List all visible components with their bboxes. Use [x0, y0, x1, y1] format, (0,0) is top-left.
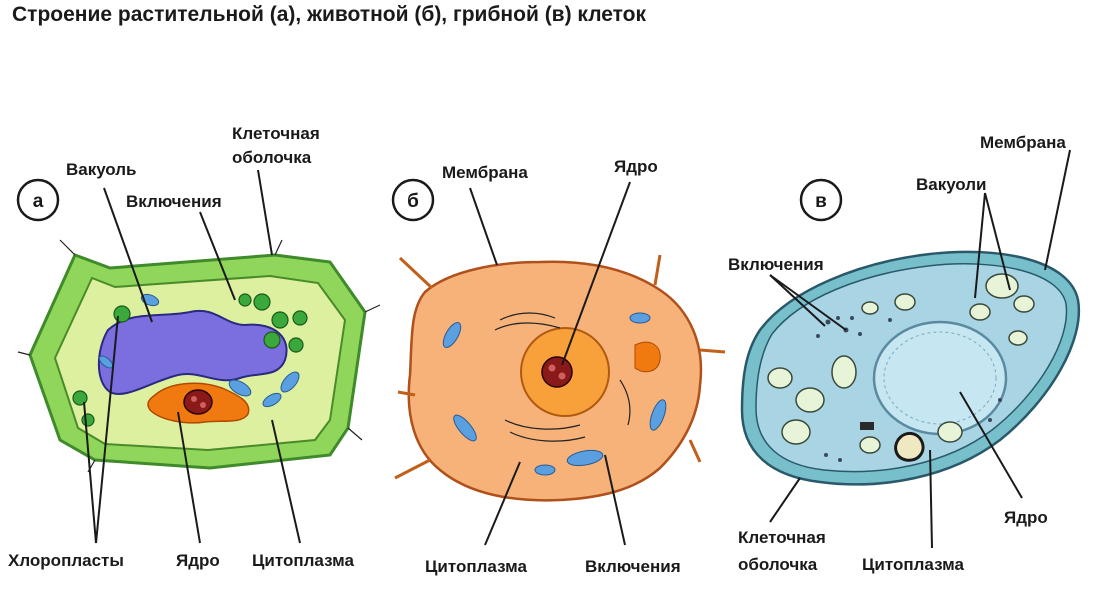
fungal-membrane-label: Мембрана — [980, 133, 1066, 152]
badge-b-label: б — [407, 191, 419, 212]
animal-er — [494, 312, 631, 442]
animal-nucleolus — [541, 356, 573, 388]
fungal-nucleus — [872, 320, 1008, 436]
fungal-wall-label-1: Клеточная — [738, 528, 826, 547]
fungal-granule-small — [860, 422, 874, 430]
plant-wall-label-1: Клеточная — [232, 124, 320, 143]
fungal-wall-label-2: оболочка — [738, 555, 818, 574]
animal-organelle — [634, 341, 661, 373]
plant-cell: а Клеточная оболочка Вакуоль Включения Х… — [8, 124, 381, 570]
fungal-vacuoles-label: Вакуоли — [916, 175, 986, 194]
plant-vacuole — [97, 309, 288, 395]
plant-inclusions-label: Включения — [126, 192, 222, 211]
animal-nucleus-label: Ядро — [614, 157, 658, 176]
fungal-dark-granule — [894, 432, 925, 462]
fungal-nucleus-label: Ядро — [1004, 508, 1048, 527]
animal-cell-processes — [394, 254, 726, 480]
diagram-title: Строение растительной (а), животной (б),… — [12, 3, 646, 26]
fungal-vacuoles — [767, 273, 1035, 454]
badge-c — [799, 178, 843, 222]
animal-inclusions — [442, 312, 667, 476]
plant-nucleolus — [183, 389, 213, 415]
badge-b — [391, 178, 435, 222]
plant-inclusions — [98, 293, 300, 408]
plant-wall-junctions — [17, 239, 381, 473]
plant-nucleus-label: Ядро — [176, 551, 220, 570]
badge-a-label: а — [33, 191, 44, 212]
animal-cell: б Мембрана Ядро Цитоплазма Включения — [391, 157, 726, 576]
plant-cytoplasm-label: Цитоплазма — [252, 551, 354, 570]
animal-inclusions-label: Включения — [585, 557, 681, 576]
plant-wall-label-2: оболочка — [232, 148, 312, 167]
chloroplasts — [72, 293, 308, 427]
plant-chloroplasts-label: Хлоропласты — [8, 551, 124, 570]
fungal-cell: в Мембрана Вакуоли Включения Клеточная о… — [728, 133, 1081, 574]
fungal-cytoplasm-label: Цитоплазма — [862, 555, 964, 574]
fungal-inclusions-label: Включения — [728, 255, 824, 274]
plant-vacuole-label: Вакуоль — [66, 160, 136, 179]
animal-membrane-label: Мембрана — [442, 163, 528, 182]
badge-c-label: в — [815, 191, 827, 212]
badge-a — [16, 178, 60, 222]
animal-cytoplasm-label: Цитоплазма — [425, 557, 527, 576]
